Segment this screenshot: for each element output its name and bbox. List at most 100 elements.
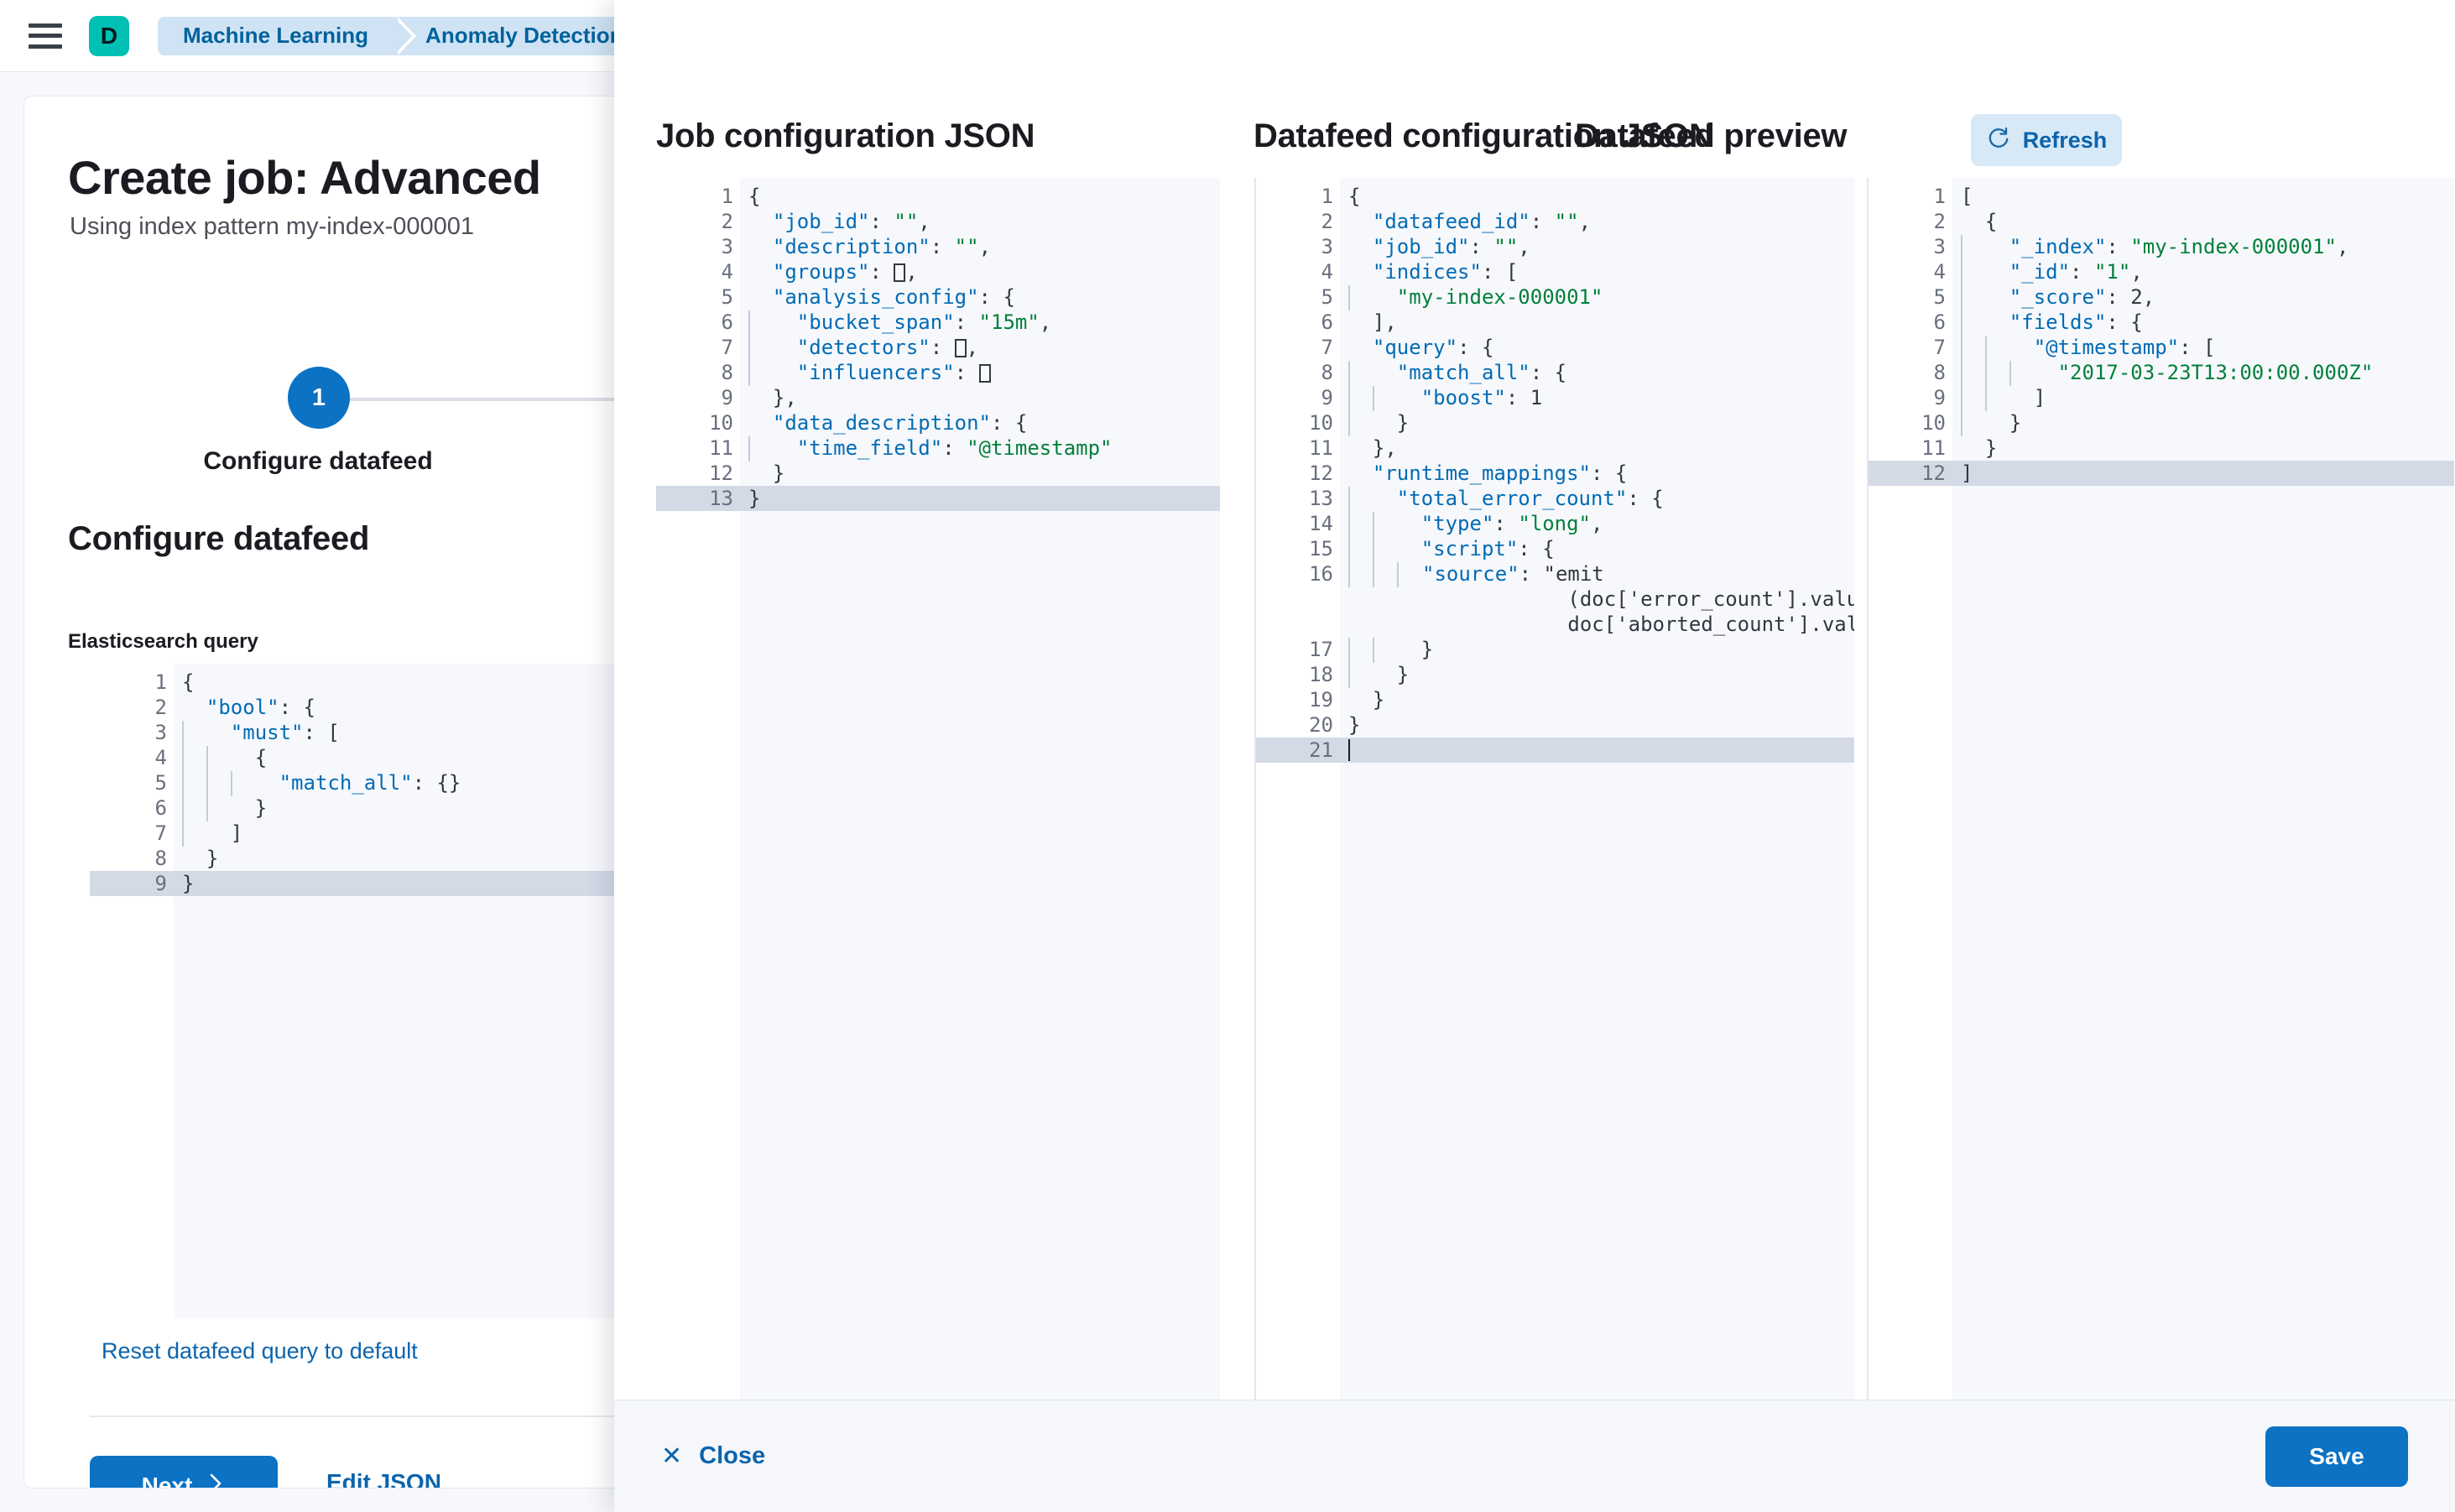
hamburger-icon[interactable] — [29, 23, 62, 49]
gutter-line[interactable]: 6▾ — [1933, 310, 1964, 334]
code-line[interactable]: ] — [1952, 385, 2454, 411]
code-line[interactable]: "total_error_count": { — [1340, 486, 1854, 512]
code-line[interactable]: ] — [1952, 461, 2454, 486]
gutter-line[interactable]: 1▾ — [721, 185, 752, 208]
gutter-line[interactable]: 17 — [1309, 638, 1333, 661]
datafeed-configuration-json-editor[interactable]: 1▾234▾567▾8▾9101112▾13▾1415▾161718192021… — [1254, 178, 1854, 1401]
gutter-line[interactable]: 1▾ — [1321, 185, 1352, 208]
gutter-line[interactable]: 5 — [1321, 285, 1333, 309]
code-line[interactable]: "2017-03-23T13:00:00.000Z" — [1952, 360, 2454, 386]
gutter-line[interactable]: 9 — [1933, 386, 1946, 409]
gutter-line[interactable]: 5 — [1933, 285, 1946, 309]
gutter-line[interactable]: 9 — [721, 386, 733, 409]
code-line[interactable]: "job_id": "", — [772, 210, 930, 233]
code-line[interactable]: "boost": 1 — [1340, 385, 1854, 411]
code-line[interactable]: } — [174, 871, 677, 896]
gutter-line[interactable]: 4 — [1933, 260, 1946, 284]
gutter-line[interactable]: 2 — [1321, 210, 1333, 233]
gutter-line[interactable]: 13 — [656, 486, 740, 511]
code-line[interactable]: ] — [182, 821, 243, 847]
reset-datafeed-query-link[interactable]: Reset datafeed query to default — [102, 1338, 418, 1363]
code-line[interactable]: "query": { — [1372, 336, 1494, 359]
gutter-line[interactable]: 5▾ — [721, 285, 752, 309]
editor-code-area[interactable]: { "bool": { "must": [ { "match_all": {} … — [174, 664, 677, 1318]
gutter-line[interactable]: 20 — [1309, 713, 1333, 737]
gutter-line[interactable]: 8 — [721, 361, 733, 384]
code-line[interactable]: "_index": "my-index-000001", — [1952, 234, 2454, 260]
gutter-line[interactable]: 1▾ — [1933, 185, 1964, 208]
code-line[interactable]: "type": "long", — [1340, 511, 1854, 537]
code-line[interactable]: { — [1961, 210, 1998, 233]
code-line[interactable]: } — [1340, 637, 1854, 663]
gutter-line[interactable]: 9 — [90, 871, 174, 896]
gutter-line[interactable]: 3 — [721, 235, 733, 258]
code-line[interactable]: "must": [ — [174, 720, 677, 746]
code-line[interactable]: { — [174, 745, 677, 771]
gutter-line[interactable]: 12 — [1869, 461, 1952, 486]
gutter-line[interactable]: 3 — [1321, 235, 1333, 258]
gutter-line[interactable]: 7 — [154, 821, 167, 845]
code-line[interactable]: } — [1348, 663, 1410, 688]
gutter-line[interactable]: 6 — [1321, 310, 1333, 334]
refresh-button[interactable]: Refresh — [1971, 114, 2122, 166]
gutter-line[interactable]: 2 — [721, 210, 733, 233]
code-line[interactable]: "_id": "1", — [1952, 259, 2454, 285]
code-line[interactable]: "bool": { — [206, 696, 315, 719]
gutter-line[interactable]: 8▾ — [1321, 361, 1352, 384]
gutter-line[interactable]: 11 — [1921, 436, 1946, 460]
breadcrumb-item-anomaly-detection[interactable]: Anomaly Detection — [394, 16, 671, 55]
step-1-circle[interactable]: 1 — [288, 367, 350, 429]
save-button[interactable]: Save — [2265, 1426, 2408, 1487]
code-line[interactable]: }, — [1348, 436, 1397, 460]
code-line[interactable]: }, — [748, 386, 797, 409]
code-line[interactable]: "groups": , — [772, 260, 918, 284]
gutter-line[interactable]: 7▾ — [1321, 336, 1352, 359]
gutter-line[interactable]: 8 — [154, 847, 167, 870]
next-button[interactable]: Next — [90, 1456, 278, 1488]
gutter-line[interactable]: 5 — [154, 771, 167, 795]
code-line[interactable]: } — [174, 795, 677, 821]
code-line[interactable]: { — [1348, 185, 1361, 208]
editor-code-area[interactable]: { "job_id": "", "description": "", "grou… — [740, 178, 1220, 1401]
gutter-line[interactable]: 15▾ — [1309, 537, 1352, 560]
gutter-line[interactable]: 12 — [709, 461, 733, 485]
code-line[interactable]: { — [748, 185, 761, 208]
code-line[interactable]: "script": { — [1340, 536, 1854, 562]
code-line[interactable]: } — [748, 461, 785, 485]
gutter-line[interactable]: 4▾ — [1321, 260, 1352, 284]
gutter-line[interactable]: 2▾ — [154, 696, 185, 719]
code-line[interactable]: "runtime_mappings": { — [1372, 461, 1628, 485]
code-line[interactable]: } — [1348, 688, 1385, 712]
edit-json-link[interactable]: Edit JSON — [326, 1469, 441, 1489]
code-line[interactable]: "analysis_config": { — [772, 285, 1015, 309]
gutter-line[interactable]: 11 — [709, 436, 733, 460]
gutter-line[interactable]: 7 — [721, 336, 733, 359]
editor-code-area[interactable]: [ { "_index": "my-index-000001", "_id": … — [1952, 178, 2454, 1401]
gutter-line[interactable]: 10▾ — [709, 411, 752, 435]
gutter-line[interactable]: 18 — [1309, 663, 1333, 686]
gutter-line[interactable]: 3▾ — [154, 721, 185, 744]
code-line[interactable]: "datafeed_id": "", — [1372, 210, 1592, 233]
code-line[interactable]: } — [1348, 411, 1410, 436]
gutter-line[interactable]: 6 — [154, 796, 167, 820]
code-line[interactable]: } — [1348, 713, 1361, 737]
gutter-line[interactable]: 21 — [1256, 738, 1340, 763]
gutter-line[interactable]: 1▾ — [154, 670, 185, 694]
code-line[interactable]: } — [182, 847, 219, 870]
code-line[interactable]: "fields": { — [1952, 310, 2454, 336]
gutter-line[interactable]: 8 — [1933, 361, 1946, 384]
close-button[interactable]: ✕ Close — [661, 1442, 765, 1470]
code-line[interactable]: "@timestamp": [ — [1952, 335, 2454, 361]
code-line[interactable]: "time_field": "@timestamp" — [740, 435, 1220, 461]
gutter-line[interactable]: 2▾ — [1933, 210, 1964, 233]
code-line[interactable]: "data_description": { — [772, 411, 1028, 435]
code-line[interactable]: "source": "emit (doc['error_count'].valu… — [1340, 561, 1854, 637]
code-line[interactable]: "match_all": { — [1340, 360, 1854, 386]
space-avatar[interactable]: D — [89, 15, 129, 56]
